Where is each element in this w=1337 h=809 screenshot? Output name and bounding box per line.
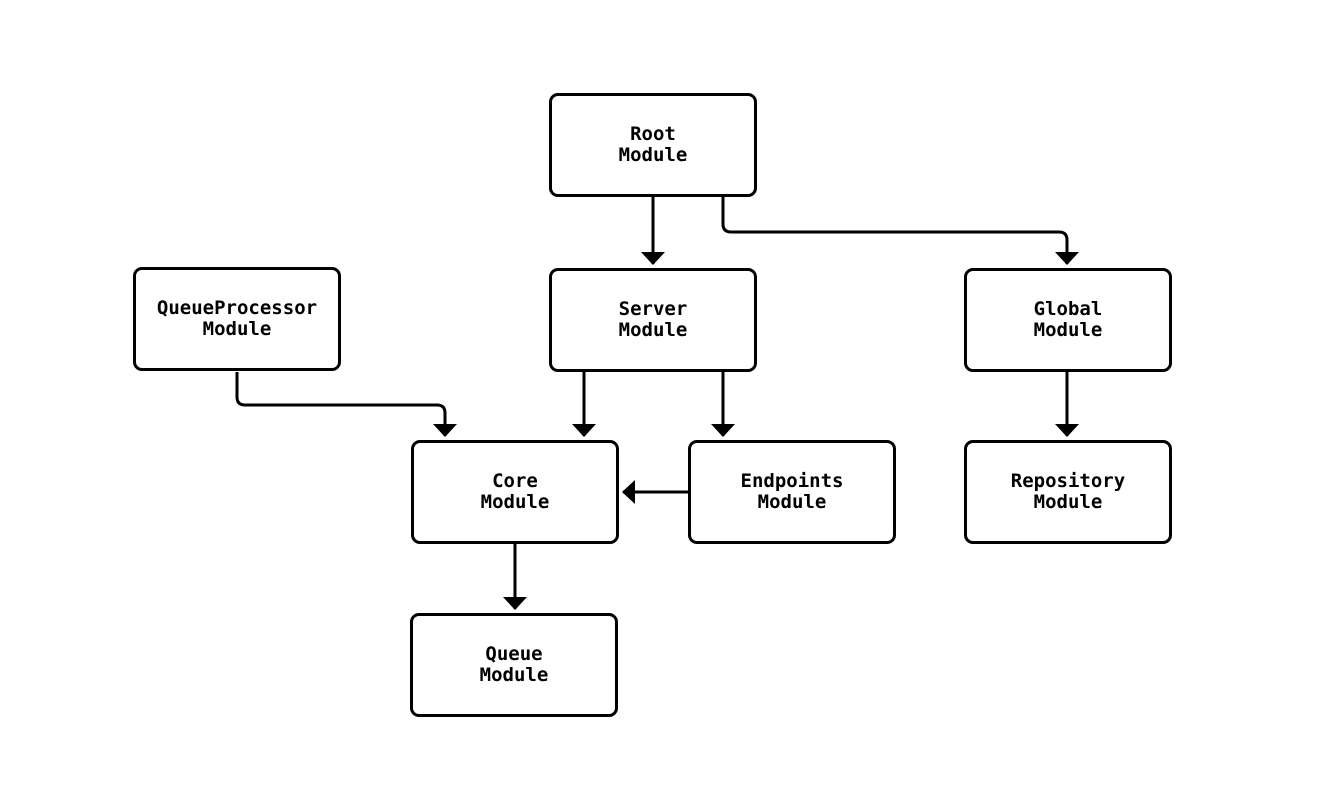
node-repository-module: Repository Module: [964, 440, 1172, 544]
node-label: Global Module: [1033, 298, 1103, 341]
edge-root-to-global: [721, 197, 1079, 265]
node-queue-module: Queue Module: [410, 613, 618, 717]
node-label: QueueProcessor Module: [156, 297, 318, 340]
node-server-module: Server Module: [549, 268, 757, 372]
node-label: Root Module: [618, 123, 688, 166]
node-core-module: Core Module: [411, 440, 619, 544]
edge-queueprocessor-to-core: [235, 372, 457, 437]
node-label: Repository Module: [1010, 470, 1126, 513]
node-label: Endpoints Module: [740, 470, 844, 513]
node-queueprocessor-module: QueueProcessor Module: [133, 267, 341, 371]
node-endpoints-module: Endpoints Module: [688, 440, 896, 544]
node-root-module: Root Module: [549, 93, 757, 197]
node-label: Server Module: [618, 298, 688, 341]
node-global-module: Global Module: [964, 268, 1172, 372]
node-label: Core Module: [480, 470, 550, 513]
node-label: Queue Module: [479, 643, 549, 686]
